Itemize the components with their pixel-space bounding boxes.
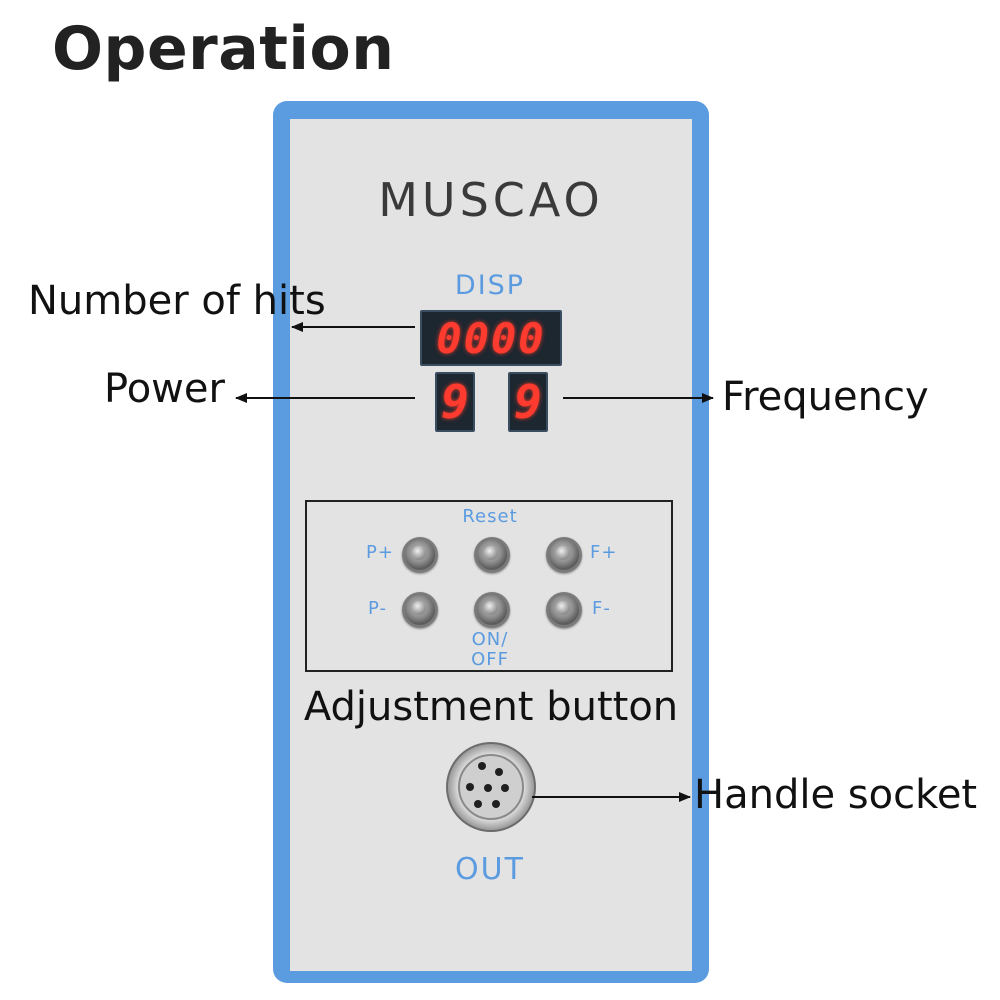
callout-power: Power [104, 366, 225, 412]
socket-pin [474, 800, 482, 808]
page-title: Operation [52, 14, 395, 84]
brand-name: MUSCAO [378, 173, 604, 227]
power-plus-button[interactable] [402, 537, 438, 573]
socket-pin [478, 762, 486, 770]
frequency-minus-button[interactable] [546, 592, 582, 628]
frequency-display: 9 [508, 372, 548, 432]
callout-handle-socket: Handle socket [694, 772, 978, 818]
power-minus-button[interactable] [402, 592, 438, 628]
socket-pin [495, 768, 503, 776]
reset-button[interactable] [474, 537, 510, 573]
callout-number-of-hits: Number of hits [28, 278, 326, 324]
socket-pin [501, 784, 509, 792]
power-plus-label: P+ [366, 542, 394, 563]
socket-pin [484, 784, 492, 792]
hits-display: 0000 [420, 310, 562, 366]
power-display-value: 9 [441, 375, 469, 429]
out-label: OUT [455, 852, 525, 887]
frequency-minus-label: F- [592, 598, 611, 619]
callout-adjustment-button: Adjustment button [303, 684, 679, 730]
callout-frequency: Frequency [722, 374, 929, 420]
frequency-plus-button[interactable] [546, 537, 582, 573]
reset-label: Reset [462, 506, 518, 527]
on-off-label: ON/ OFF [471, 629, 509, 670]
display-label: DISP [454, 270, 526, 301]
power-minus-label: P- [368, 598, 387, 619]
on-off-button[interactable] [474, 592, 510, 628]
frequency-plus-label: F+ [590, 542, 618, 563]
adjustment-button-box [305, 500, 673, 672]
socket-pin [466, 783, 474, 791]
socket-pin [492, 800, 500, 808]
frequency-display-value: 9 [514, 375, 542, 429]
power-display: 9 [435, 372, 475, 432]
hits-display-value: 0000 [436, 313, 546, 363]
